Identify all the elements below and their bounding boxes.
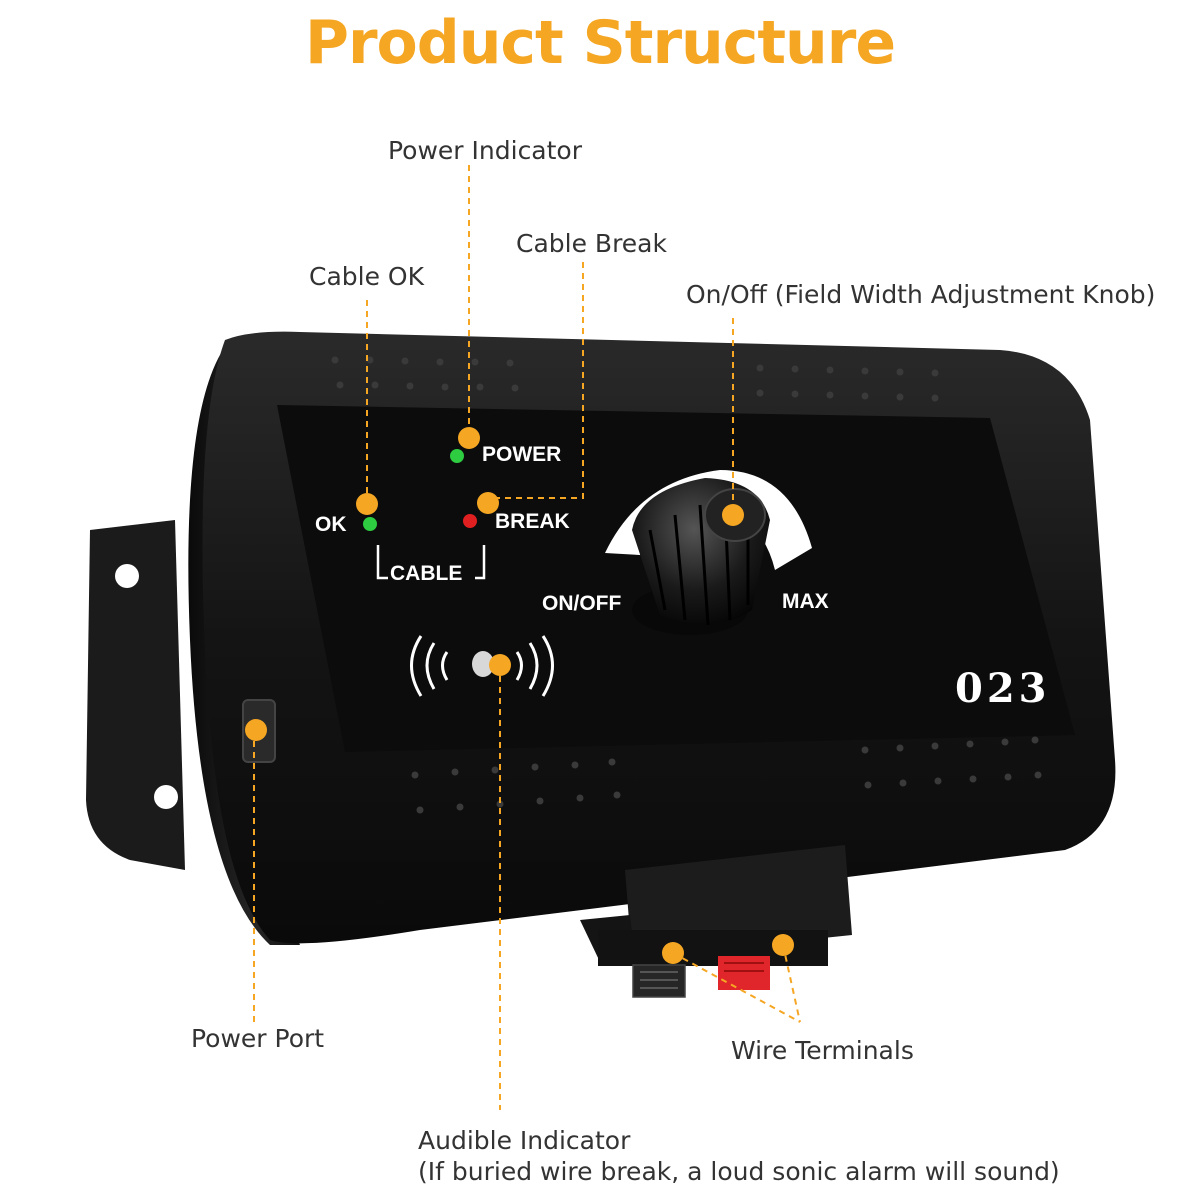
field-width-knob [632,478,770,635]
mounting-hole-bottom [154,785,178,809]
model-number: 023 [955,665,1051,712]
mounting-hole-top [115,564,139,588]
mounting-bracket [86,520,185,870]
panel-break-label: BREAK [495,510,570,533]
vent-holes-top-right [756,364,939,402]
callout-cable-ok: Cable OK [309,262,424,291]
cable-break-led [463,514,477,528]
panel-on-off-label: ON/OFF [542,592,622,615]
buzzer-led [472,651,494,677]
callout-power-indicator: Power Indicator [388,136,583,165]
page-title: Product Structure [304,8,896,78]
vent-holes-bottom-right [861,736,1042,789]
callout-wire-terminals: Wire Terminals [731,1036,914,1065]
callout-knob: On/Off (Field Width Adjustment Knob) [686,280,1156,309]
panel-power-label: POWER [482,443,562,466]
buzzer-sound-waves [410,635,554,697]
callout-leader-lines [253,165,801,1110]
vent-holes-bottom-left [411,758,621,814]
vent-holes-top-left [331,356,519,392]
power-led [450,449,464,463]
wire-terminal-block [580,845,852,998]
panel-max-label: MAX [782,590,829,613]
cable-ok-led [363,517,377,531]
callout-audible-indicator: Audible Indicator [418,1126,631,1155]
panel-cable-label: CABLE [390,562,463,585]
panel-ok-label: OK [315,513,347,536]
callout-markers [245,427,794,964]
callout-audible-indicator-note: (If buried wire break, a loud sonic alar… [418,1157,1060,1186]
knob-dial-arc [605,470,812,570]
red-wire-terminal [718,956,770,990]
cable-bracket [376,545,486,580]
callout-power-port: Power Port [191,1024,325,1053]
callout-cable-break: Cable Break [516,229,667,258]
